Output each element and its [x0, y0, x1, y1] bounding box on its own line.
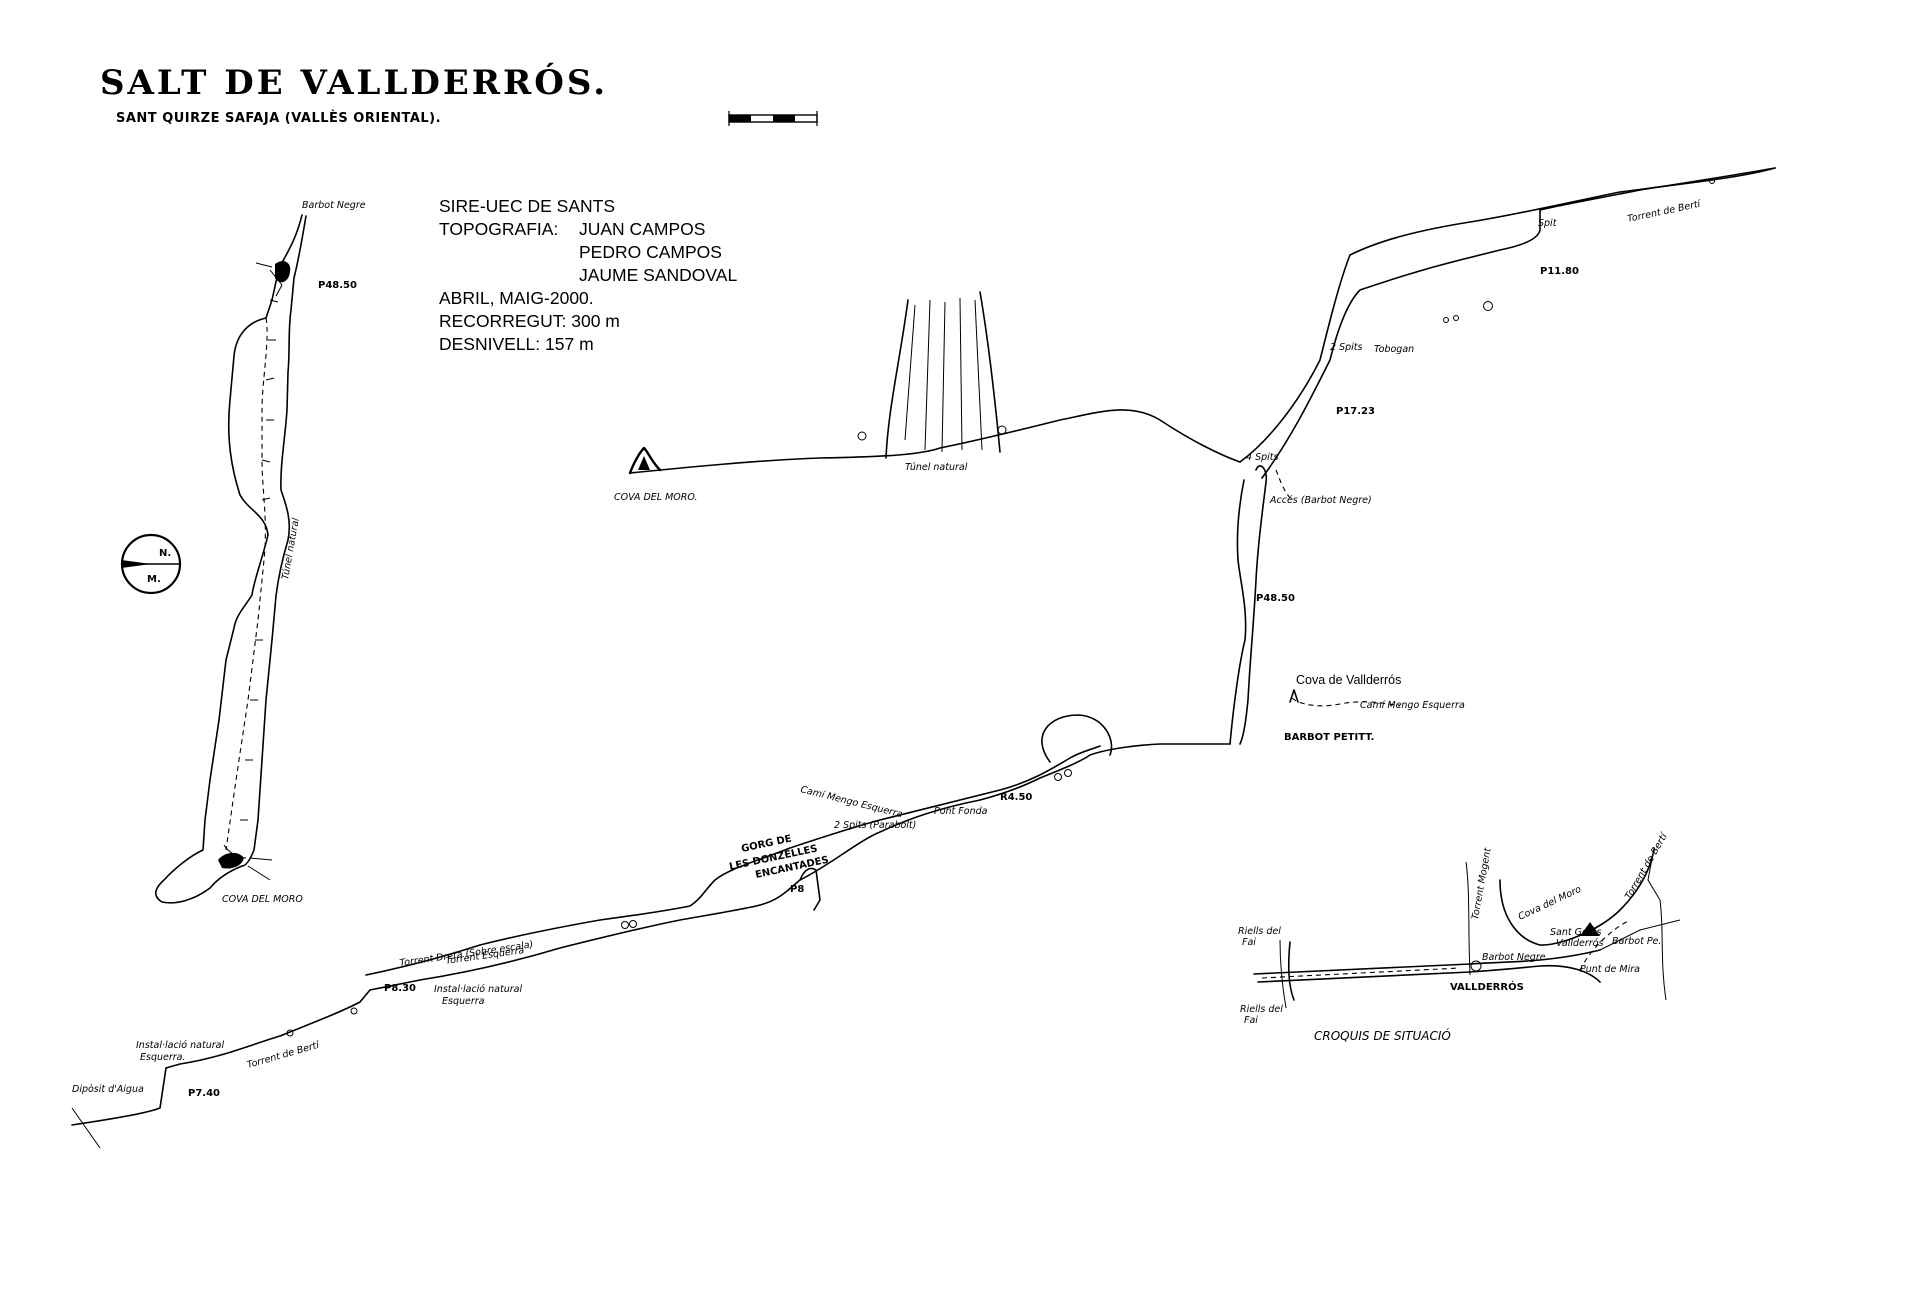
label-barbot-petit: BARBOT PETITT. — [1284, 732, 1374, 743]
label-cova-moro: COVA DEL MORO. — [614, 492, 698, 503]
info-author-2: PEDRO CAMPOS — [579, 242, 722, 262]
survey-info: SIRE-UEC DE SANTS TOPOGRAFIA: JUAN CAMPO… — [439, 196, 737, 354]
page-title: SALT DE VALLDERRÓS. — [100, 62, 608, 103]
loc-barbot-petit: Barbot Pe. — [1612, 936, 1661, 947]
label-cami-2: Camí Mengo Esquerra — [799, 784, 903, 820]
info-topo-label: TOPOGRAFIA: — [439, 219, 558, 239]
info-author-1: JUAN CAMPOS — [579, 219, 705, 239]
pitch-p8: P8 — [790, 884, 804, 895]
compass-icon: N. M. — [120, 533, 182, 595]
loc-torrent-berti: Torrent de Bertí — [1623, 830, 1670, 901]
info-length: RECORREGUT: 300 m — [439, 311, 620, 331]
plan-bottom-label: COVA DEL MORO — [222, 894, 303, 905]
location-sketch: Riells del Fai Riells del Fai VALLDERRÓS… — [1238, 830, 1681, 1043]
loc-sant-gen: Sant Genís — [1550, 927, 1601, 938]
loc-valldeross: VALLDERRÓS — [1450, 980, 1524, 993]
label-tobogan: Tobogan — [1374, 344, 1414, 355]
loc-riells-top-2: Fai — [1242, 937, 1256, 948]
pitch-p7-40: P7.40 — [188, 1088, 220, 1099]
sump-icon — [275, 261, 291, 283]
label-cova-valldeross: Cova de Vallderrós — [1296, 673, 1401, 687]
pitch-p8-30: P8.30 — [384, 983, 416, 994]
plan-tunnel: Túnel natural — [280, 517, 302, 581]
label-torrent-berti: Torrent de Bertí — [1626, 198, 1702, 225]
pitch-r4-50: R4.50 — [1000, 792, 1032, 803]
loc-area: Punt de Mira — [1580, 964, 1640, 975]
info-group: SIRE-UEC DE SANTS — [439, 196, 615, 216]
section-view: COVA DEL MORO. Túnel natural Accés (Barb… — [71, 167, 1776, 1149]
loc-riells-bottom-2: Fai — [1244, 1015, 1258, 1026]
loc-riells-top-1: Riells del — [1238, 926, 1281, 937]
label-tunnel: Túnel natural — [905, 462, 968, 473]
plan-pitch: P48.50 — [318, 280, 357, 291]
label-instal-1a: Instal·lació natural — [434, 984, 522, 995]
label-4-spits: 4 Spits — [1246, 452, 1278, 463]
label-barbot-negre-access: Accés (Barbot Negre) — [1269, 495, 1372, 506]
pitch-p11-80: P11.80 — [1540, 266, 1579, 277]
info-author-3: JAUME SANDOVAL — [579, 265, 737, 285]
label-instal-1b: Esquerra — [442, 996, 485, 1007]
label-instal-2a: Instal·lació natural — [136, 1040, 224, 1051]
loc-title: CROQUIS DE SITUACIÓ — [1314, 1028, 1451, 1043]
scale-bar — [728, 111, 818, 126]
loc-cova-moro: Cova del Moro — [1517, 884, 1584, 923]
pitch-p48-50: P48.50 — [1256, 593, 1295, 604]
compass-n: N. — [159, 548, 171, 559]
info-date: ABRIL, MAIG-2000. — [439, 288, 594, 308]
pitch-p17-23: P17.23 — [1336, 406, 1375, 417]
label-spit: Spit — [1538, 218, 1558, 229]
plan-top-label: Barbot Negre — [302, 200, 366, 211]
compass-m: M. — [147, 574, 161, 585]
loc-barbot: Barbot Negre — [1482, 952, 1546, 963]
info-depth: DESNIVELL: 157 m — [439, 334, 594, 354]
loc-riells-bottom-1: Riells del — [1240, 1004, 1283, 1015]
label-2-spits-b: 2 Spits (Parabolt) — [834, 820, 916, 831]
loc-cova-v: Vallderrós — [1556, 938, 1603, 949]
label-diposit: Dipòsit d'Aigua — [72, 1084, 144, 1095]
label-2-spits: 2 Spits — [1330, 342, 1362, 353]
plan-view: Barbot Negre P48.50 Túnel natural COVA D… — [155, 200, 366, 905]
pool-markers — [286, 178, 1715, 1037]
label-pont-fonda: Pont Fonda — [934, 806, 988, 817]
label-cami: Camí Mengo Esquerra — [1360, 700, 1465, 711]
loc-torrent-mogent: Torrent Mogent — [1470, 846, 1494, 921]
page-subtitle: SANT QUIRZE SAFAJA (VALLÈS ORIENTAL). — [116, 110, 441, 126]
label-instal-2b: Esquerra. — [140, 1052, 186, 1063]
